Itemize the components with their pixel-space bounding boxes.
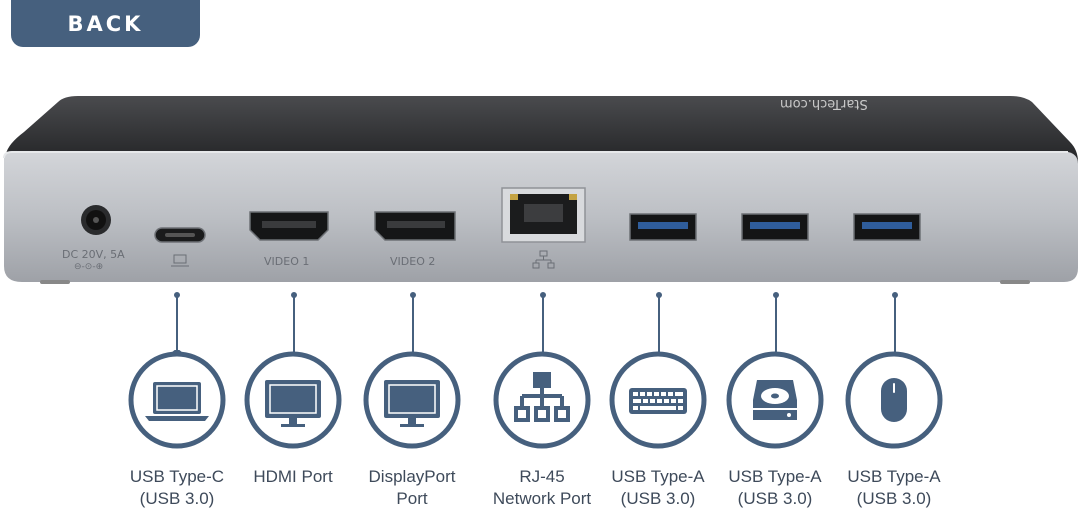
usb-a-port-3 xyxy=(853,213,921,241)
connector-line xyxy=(410,292,416,354)
caption-line2: Network Port xyxy=(492,489,592,508)
feature-caption-displayport: DisplayPort Port xyxy=(337,466,487,510)
caption-line1: HDMI Port xyxy=(253,467,333,486)
monitor-icon xyxy=(362,350,462,450)
laptop-glyph xyxy=(171,254,189,267)
docking-station xyxy=(0,92,1080,292)
video2-label: VIDEO 2 xyxy=(390,255,436,268)
network-glyph xyxy=(532,250,555,269)
feature-caption-usb-a-1: USB Type-A (USB 3.0) xyxy=(583,466,733,510)
network-icon xyxy=(492,350,592,450)
caption-line1: USB Type-A xyxy=(847,467,941,486)
connector-line xyxy=(174,292,180,354)
keyboard-icon xyxy=(608,350,708,450)
mouse-icon xyxy=(844,350,944,450)
rj45-port xyxy=(501,187,586,243)
video1-label: VIDEO 1 xyxy=(264,255,310,268)
usb-a-port-2 xyxy=(741,213,809,241)
connector-line xyxy=(773,292,779,354)
laptop-icon xyxy=(127,350,227,450)
dc-power-jack xyxy=(81,205,111,235)
brand-logo-text: StarTech.com xyxy=(780,96,868,111)
feature-caption-hdmi: HDMI Port xyxy=(218,466,368,488)
connector-line xyxy=(540,292,546,354)
caption-line1: RJ-45 xyxy=(519,467,565,486)
feature-caption-usb-c: USB Type-C (USB 3.0) xyxy=(102,466,252,510)
caption-line1: USB Type-A xyxy=(611,467,705,486)
caption-line2: (USB 3.0) xyxy=(737,489,813,508)
caption-line2: (USB 3.0) xyxy=(856,489,932,508)
hard-drive-icon xyxy=(725,350,825,450)
caption-line1: DisplayPort xyxy=(368,467,456,486)
docking-station-drawing xyxy=(3,96,1078,284)
connector-line xyxy=(291,292,297,354)
caption-line1: USB Type-A xyxy=(728,467,822,486)
feature-caption-usb-a-3: USB Type-A (USB 3.0) xyxy=(819,466,969,510)
dc-power-label: DC 20V, 5A xyxy=(62,248,125,261)
connector-line xyxy=(656,292,662,354)
usb-c-port xyxy=(154,227,206,243)
connector-line xyxy=(892,292,898,354)
usb-a-port-1 xyxy=(629,213,697,241)
monitor-icon xyxy=(243,350,343,450)
caption-line2: (USB 3.0) xyxy=(620,489,696,508)
dc-polarity-label: ⊖-⊙-⊕ xyxy=(74,262,104,272)
back-button[interactable]: BACK xyxy=(11,0,200,47)
displayport-port xyxy=(374,211,456,241)
caption-line2: (USB 3.0) xyxy=(139,489,215,508)
caption-line1: USB Type-C xyxy=(129,467,225,486)
feature-caption-rj45: RJ-45 Network Port xyxy=(467,466,617,510)
hdmi-port xyxy=(249,211,329,241)
feature-caption-usb-a-2: USB Type-A (USB 3.0) xyxy=(700,466,850,510)
caption-line2: Port xyxy=(396,489,428,508)
